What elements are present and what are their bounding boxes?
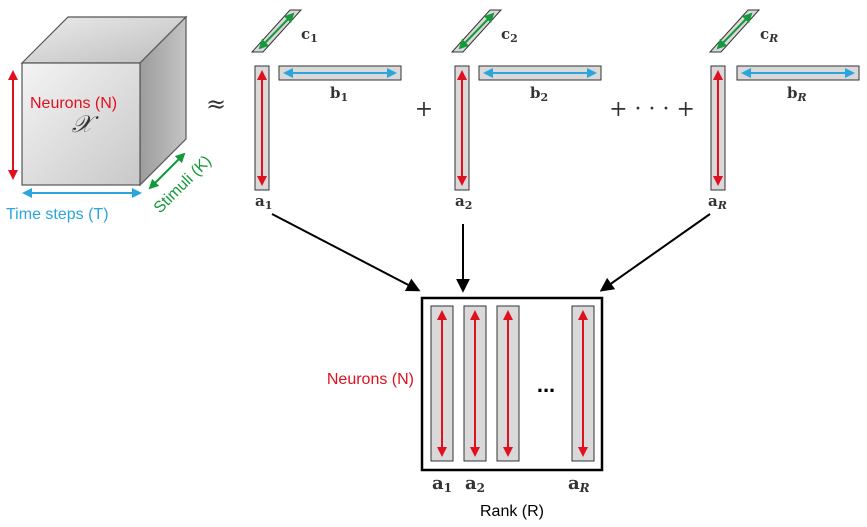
- c2-label: c2: [501, 25, 518, 45]
- matrix-ellipsis: ...: [537, 372, 555, 397]
- matrix-column-2: [463, 305, 487, 462]
- a2-label: a2: [455, 192, 472, 212]
- matrix-col-label-aR: aR: [568, 473, 590, 495]
- matrix-neurons-label: Neurons (N): [327, 371, 414, 388]
- component-2: [450, 9, 602, 191]
- bR-label: bR: [787, 84, 807, 104]
- b1-label: b1: [330, 84, 348, 104]
- aR-label: aR: [708, 192, 727, 212]
- cR-label: cR: [760, 25, 778, 45]
- matrix-column-1: [430, 305, 454, 462]
- rank-label: Rank (R): [480, 503, 544, 520]
- cR-arrow: [716, 12, 753, 50]
- matrix-column-3: [496, 305, 520, 462]
- matrix-col-label-a2: a2: [465, 473, 485, 495]
- arrow-a1-to-matrix: [271, 213, 421, 292]
- b2-label: b2: [530, 84, 548, 104]
- c2-arrow: [458, 12, 495, 50]
- arrow-aR-to-matrix: [599, 213, 711, 292]
- component-1: [250, 9, 402, 191]
- a1-label: a1: [255, 192, 272, 212]
- c1-label: c1: [301, 25, 318, 45]
- matrix-col-label-a1: a1: [432, 473, 452, 495]
- approx-symbol: ≈: [206, 90, 226, 118]
- plus-dots: + · · · +: [609, 97, 695, 122]
- matrix-column-r: [571, 305, 595, 462]
- tensor-cube: [20, 15, 188, 187]
- tensor-neurons-label: Neurons (N): [30, 95, 117, 112]
- plus-1: +: [415, 97, 433, 122]
- stimuli-arrow: [148, 152, 186, 190]
- component-r: [708, 9, 860, 191]
- c1-arrow: [258, 12, 295, 50]
- tensor-time-label: Time steps (T): [6, 206, 109, 223]
